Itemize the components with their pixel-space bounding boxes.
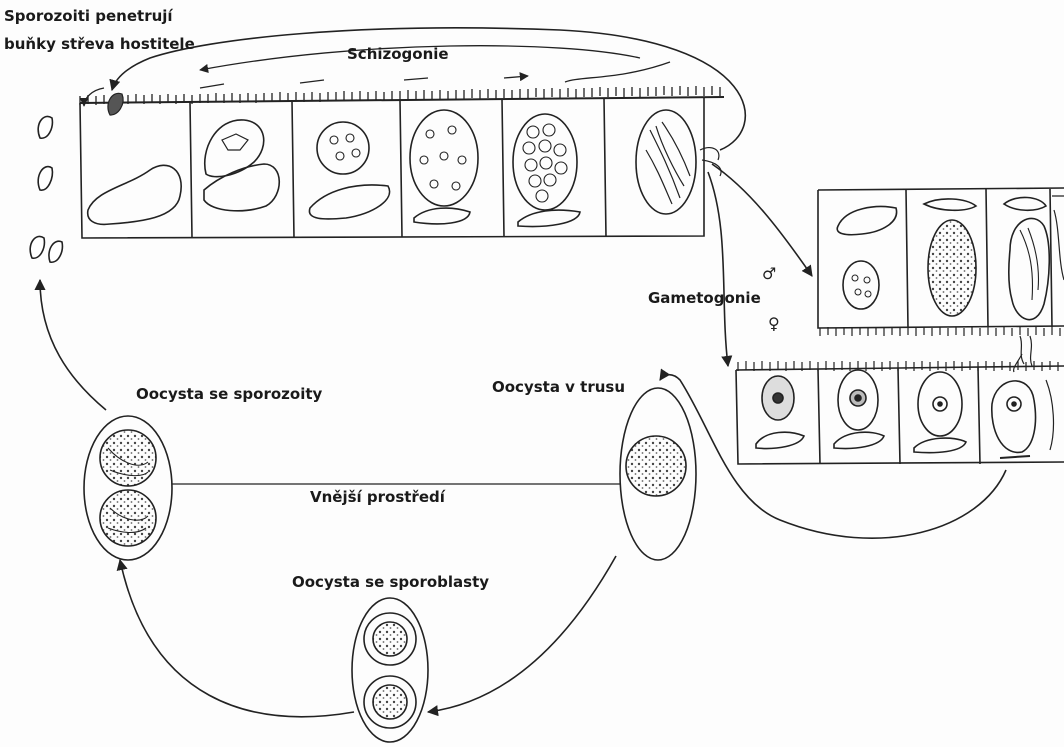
oocyst-in-feces — [620, 388, 696, 560]
free-sporozoites — [30, 116, 62, 262]
to-male-arrow — [712, 164, 812, 276]
sporozoites-penetrate-label-line1: Sporozoiti penetrují — [4, 6, 173, 26]
male-gametogony-epithelium — [818, 188, 1064, 366]
schizogony-label: Schizogonie — [347, 44, 449, 64]
sporozoites-penetrate-label-line2: buňky střeva hostitele — [4, 34, 195, 54]
oocyst-sporozoites-label: Oocysta se sporozoity — [136, 384, 322, 404]
male-symbol: ♂ — [762, 264, 776, 283]
invading-sporozoite — [108, 93, 123, 115]
gametogony-to-oocyst-arrow — [660, 375, 1006, 538]
external-environment-label: Vnější prostředí — [310, 487, 445, 507]
sporozoite-release-arrow — [40, 280, 106, 410]
oocyst-with-sporoblasts — [352, 598, 428, 742]
oocyst-with-sporozoites — [84, 416, 172, 560]
oocyst-sporoblasts-label: Oocysta se sporoblasty — [292, 572, 489, 592]
female-gametogony-epithelium — [736, 354, 1064, 464]
female-symbol: ♀ — [768, 314, 780, 333]
to-female-arrow — [708, 172, 728, 366]
gametogony-label: Gametogonie — [648, 288, 761, 308]
schizogony-epithelium — [80, 86, 724, 238]
oocyst-feces-label: Oocysta v trusu — [492, 377, 625, 397]
